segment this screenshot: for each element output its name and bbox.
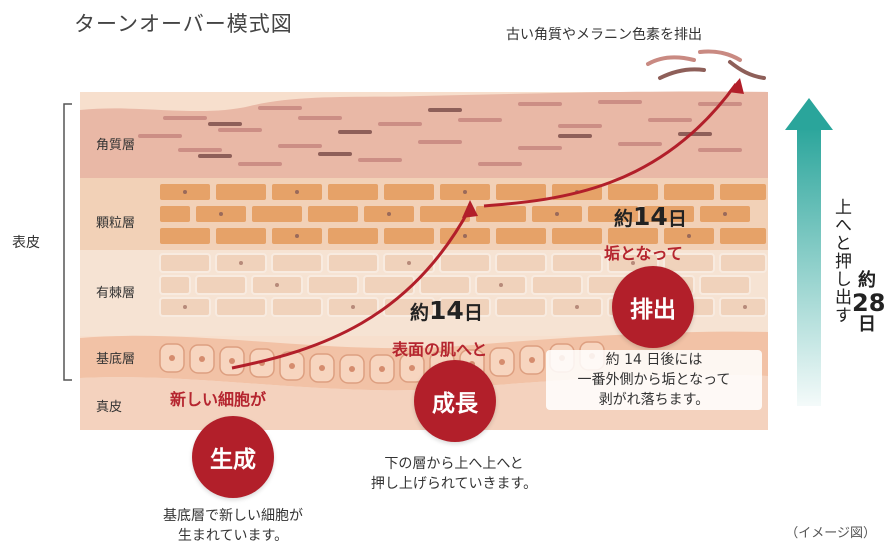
stage2-days: 約14日 — [410, 296, 483, 325]
exfoliation-note: 古い角質やメラニン色素を排出 — [506, 27, 702, 43]
layer-label-corneum: 角質層 — [96, 138, 136, 153]
stage1-circle: 生成 — [192, 416, 274, 498]
spinous-cells — [159, 253, 767, 317]
granular-cells — [160, 184, 766, 244]
total-days: 約 28 日 — [852, 270, 886, 335]
stage1-description: 基底層で新しい細胞が 生まれています。 — [163, 508, 303, 544]
stage3-days: 約14日 — [614, 202, 687, 231]
epidermis-bracket — [63, 103, 72, 381]
stage2-circle: 成長 — [414, 360, 496, 442]
image-caption: （イメージ図） — [785, 526, 876, 541]
stage2-sub-label: 表面の肌へと — [392, 340, 488, 359]
stage3-description: 約 14 日後には 一番外側から垢となって 剥がれ落ちます。 — [546, 350, 762, 410]
diagram-title: ターンオーバー模式図 — [74, 12, 293, 36]
stage1-sub-label: 新しい細胞が — [170, 390, 267, 409]
stratum-corneum-layer — [80, 91, 768, 178]
push-up-arrow-shaft — [797, 126, 821, 406]
layer-label-basal: 基底層 — [96, 352, 136, 367]
corneum-flakes — [138, 100, 742, 166]
exfoliation-arrow — [483, 83, 738, 208]
layer-label-spinous: 有棘層 — [96, 286, 136, 301]
shed-flakes-icon — [646, 49, 766, 80]
epidermis-label: 表皮 — [12, 235, 40, 251]
stage3-sub-label: 垢となって — [604, 244, 683, 263]
layer-label-granular: 顆粒層 — [96, 216, 136, 231]
push-up-arrow-head — [785, 98, 833, 130]
stage3-circle: 排出 — [612, 266, 694, 348]
push-up-label: 上へと押し出す — [831, 198, 851, 324]
stage2-description: 下の層から上へ上へと 押し上げられていきます。 — [370, 456, 538, 492]
growth-arrow — [231, 207, 472, 370]
layer-label-dermis: 真皮 — [96, 400, 123, 415]
